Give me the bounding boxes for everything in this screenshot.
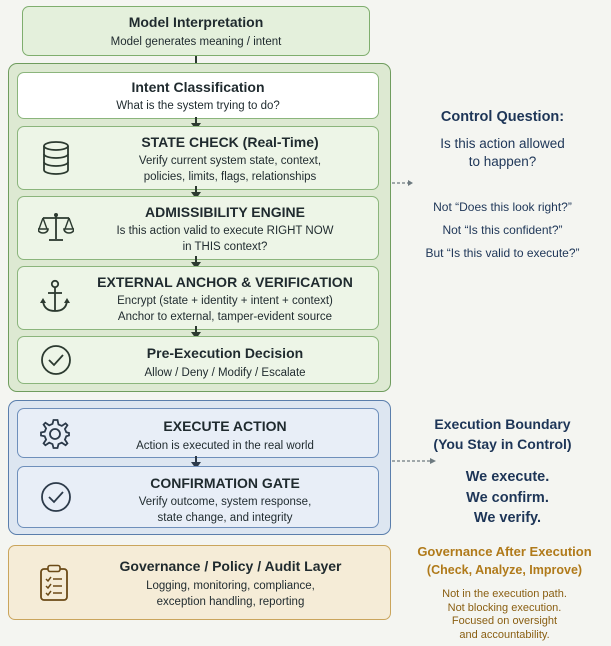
execute-title: EXECUTE ACTION [163, 418, 287, 434]
model-interpretation-title: Model Interpretation [128, 14, 264, 30]
gov-after-line4: and accountability. [459, 628, 550, 641]
boundary-heading2: (You Stay in Control) [433, 436, 572, 452]
governance-after-notes: Not in the execution path. Not blocking … [398, 588, 611, 642]
intent-classification-sub: What is the system trying to do? [116, 100, 280, 112]
governance-title: Governance / Policy / Audit Layer [119, 558, 342, 574]
database-icon [43, 141, 69, 175]
anchor-line2: Anchor to external, tamper-evident sourc… [117, 311, 333, 323]
pre-execution-decision-box: Pre-Execution Decision Allow / Deny / Mo… [17, 336, 379, 384]
execution-boundary-list: We execute. We confirm. We verify. [400, 467, 611, 529]
admissibility-engine-box: ADMISSIBILITY ENGINE Is this action vali… [17, 196, 379, 260]
arrow-down [191, 326, 201, 339]
gov-after-heading: Governance After Execution [417, 544, 592, 559]
state-check-title: STATE CHECK (Real-Time) [141, 134, 319, 150]
admissibility-line1: Is this action valid to execute RIGHT NO… [116, 225, 334, 237]
gov-after-line1: Not in the execution path. [442, 588, 567, 600]
anchor-title: EXTERNAL ANCHOR & VERIFICATION [97, 274, 353, 290]
admissibility-title: ADMISSIBILITY ENGINE [145, 204, 305, 220]
clipboard-icon [40, 564, 68, 601]
boundary-line2: We confirm. [466, 489, 549, 506]
gov-after-line2: Not blocking execution. [447, 601, 562, 614]
state-check-line2: policies, limits, flags, relationships [143, 171, 317, 183]
control-contrast-panel: Not “Does this look right?” Not “Is this… [395, 196, 610, 265]
decision-sub: Allow / Deny / Modify / Escalate [144, 367, 306, 379]
confirm-title: CONFIRMATION GATE [150, 475, 300, 491]
control-question-panel: Control Question: Is this action allowed… [395, 108, 610, 171]
admissibility-line2: in THIS context? [182, 241, 268, 253]
execution-boundary-panel: Execution Boundary (You Stay in Control) [395, 414, 610, 454]
gear-icon [40, 419, 70, 449]
governance-line2: exception handling, reporting [156, 596, 305, 608]
check-circle-icon [41, 345, 71, 375]
arrow-down [191, 256, 201, 269]
intent-classification-box: Intent Classification What is the system… [17, 72, 379, 119]
governance-after-panel: Governance After Execution (Check, Analy… [398, 543, 611, 579]
scales-icon [38, 213, 74, 241]
dashed-connector [392, 180, 413, 186]
boundary-heading1: Execution Boundary [434, 416, 571, 432]
dashed-connector [392, 458, 436, 464]
external-anchor-box: EXTERNAL ANCHOR & VERIFICATION Encrypt (… [17, 266, 379, 330]
contrast-line3: But “Is this valid to execute?” [425, 246, 580, 260]
execute-action-box: EXECUTE ACTION Action is executed in the… [17, 408, 379, 458]
confirmation-gate-box: CONFIRMATION GATE Verify outcome, system… [17, 466, 379, 528]
contrast-line1: Not “Does this look right?” [433, 200, 572, 214]
execute-sub: Action is executed in the real world [136, 440, 314, 452]
gov-after-line3: Focused on oversight [451, 615, 558, 627]
arrow-down [191, 456, 201, 469]
check-circle-icon [41, 482, 71, 512]
state-check-box: STATE CHECK (Real-Time) Verify current s… [17, 126, 379, 190]
anchor-icon [40, 279, 70, 312]
model-interpretation-box: Model Interpretation Model generates mea… [22, 6, 370, 56]
control-question-line1: Is this action allowed [440, 136, 565, 151]
state-check-line1: Verify current system state, context, [138, 155, 322, 167]
confirm-line2: state change, and integrity [157, 512, 293, 524]
control-question-line2: to happen? [468, 154, 537, 169]
arrow-down [191, 186, 201, 199]
boundary-line3: We verify. [473, 510, 542, 526]
gov-after-sub: (Check, Analyze, Improve) [426, 563, 583, 577]
intent-classification-title: Intent Classification [131, 79, 265, 95]
decision-title: Pre-Execution Decision [146, 345, 304, 361]
anchor-line1: Encrypt (state + identity + intent + con… [117, 295, 333, 307]
boundary-line1: We execute. [465, 469, 550, 485]
confirm-line1: Verify outcome, system response, [138, 496, 312, 508]
model-interpretation-sub: Model generates meaning / intent [110, 36, 282, 48]
control-question-heading: Control Question: [440, 109, 565, 125]
governance-line1: Logging, monitoring, compliance, [146, 580, 315, 592]
contrast-line2: Not “Is this confident?” [442, 223, 563, 237]
governance-box: Governance / Policy / Audit Layer Loggin… [8, 545, 391, 620]
